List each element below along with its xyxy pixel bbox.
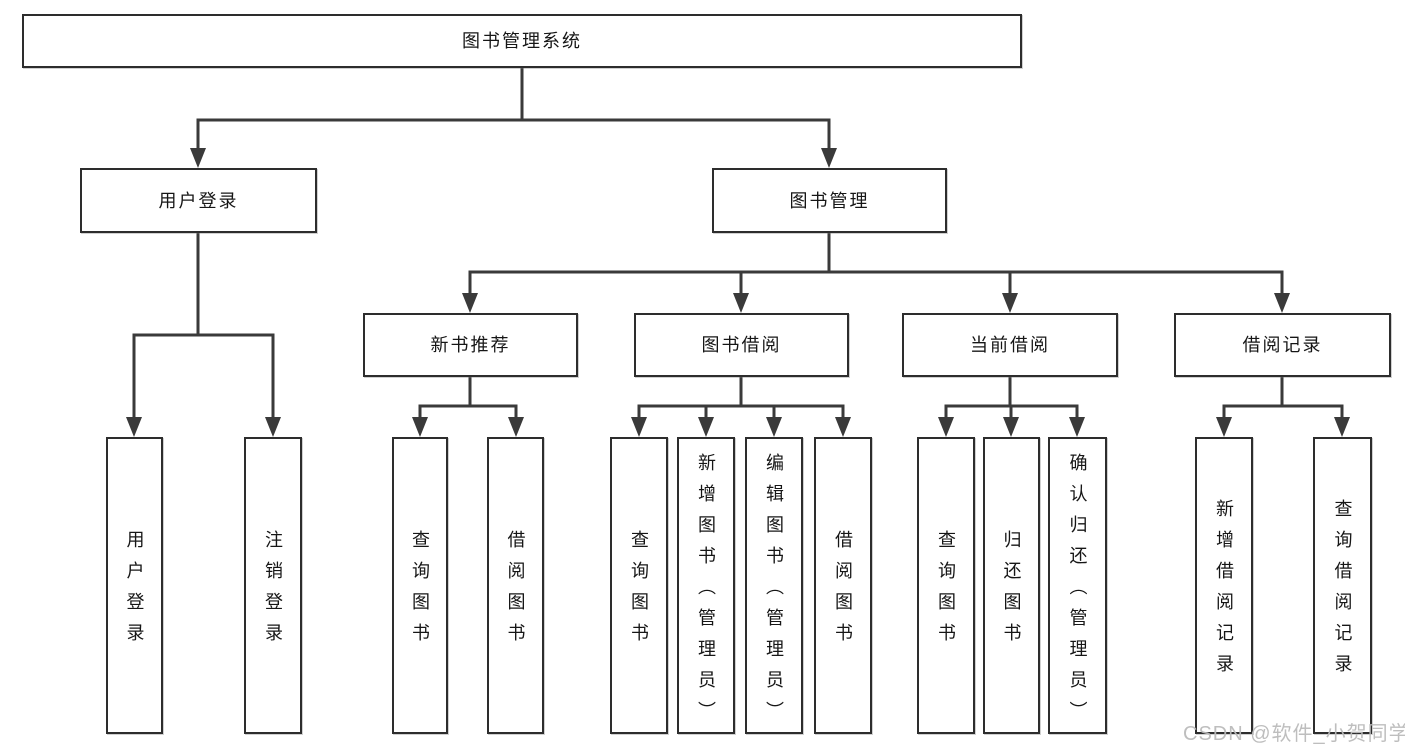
node-current-borrowing: 当前借阅 bbox=[902, 313, 1118, 377]
leaf-borrow-book: 借阅图书 bbox=[814, 437, 872, 734]
node-label: 查询图书 bbox=[410, 530, 430, 654]
node-label: 图书管理 bbox=[789, 190, 870, 211]
node-label: 图书借阅 bbox=[701, 335, 782, 355]
node-label: 新增图书（管理员） bbox=[696, 452, 716, 732]
node-label: 确认归还（管理员） bbox=[1067, 452, 1088, 732]
connector-user-login-children bbox=[126, 233, 281, 437]
connector-new-book-recommend-children bbox=[412, 377, 524, 437]
node-new-book-recommend: 新书推荐 bbox=[363, 313, 578, 377]
leaf-logout: 注销登录 bbox=[244, 437, 302, 734]
connector-book-borrowing-children bbox=[631, 377, 851, 437]
watermark: CSDN @软件_小贺同学 bbox=[1183, 723, 1405, 745]
connector-book-management-children bbox=[462, 233, 1290, 313]
leaf-add-borrow-record: 新增借阅记录 bbox=[1195, 437, 1253, 734]
node-label: 借阅图书 bbox=[505, 530, 526, 654]
node-label: 查询图书 bbox=[936, 530, 956, 654]
connector-root-to-level2 bbox=[190, 68, 837, 168]
node-label: 借阅记录 bbox=[1242, 335, 1323, 355]
node-user-login: 用户登录 bbox=[80, 168, 317, 233]
node-borrowing-records: 借阅记录 bbox=[1174, 313, 1391, 377]
leaf-recommend-query-book: 查询图书 bbox=[392, 437, 448, 734]
node-book-management: 图书管理 bbox=[712, 168, 947, 233]
leaf-current-query-book: 查询图书 bbox=[917, 437, 975, 734]
node-book-borrowing: 图书借阅 bbox=[634, 313, 849, 377]
node-label: 归还图书 bbox=[1001, 530, 1022, 654]
node-label: 图书管理系统 bbox=[462, 31, 582, 51]
leaf-add-book-admin: 新增图书（管理员） bbox=[677, 437, 735, 734]
leaf-confirm-return-admin: 确认归还（管理员） bbox=[1048, 437, 1107, 734]
leaf-recommend-borrow-book: 借阅图书 bbox=[487, 437, 544, 734]
node-label: 编辑图书（管理员） bbox=[764, 452, 784, 732]
node-label: 查询图书 bbox=[629, 530, 649, 654]
connector-current-borrowing-children bbox=[938, 377, 1085, 437]
node-label: 借阅图书 bbox=[833, 530, 853, 654]
leaf-user-login: 用户登录 bbox=[106, 437, 163, 734]
leaf-query-borrow-record: 查询借阅记录 bbox=[1313, 437, 1372, 734]
node-label: 注销登录 bbox=[263, 530, 283, 654]
node-label: 用户登录 bbox=[158, 190, 239, 211]
connector-borrowing-records-children bbox=[1216, 377, 1350, 437]
leaf-borrow-query-book: 查询图书 bbox=[610, 437, 668, 734]
node-label: 新书推荐 bbox=[430, 335, 511, 355]
leaf-return-book: 归还图书 bbox=[983, 437, 1040, 734]
node-label: 查询借阅记录 bbox=[1332, 499, 1353, 685]
node-label: 用户登录 bbox=[124, 530, 145, 654]
node-label: 新增借阅记录 bbox=[1214, 499, 1234, 685]
node-label: 当前借阅 bbox=[970, 335, 1050, 355]
node-library-management-system: 图书管理系统 bbox=[22, 14, 1022, 68]
leaf-edit-book-admin: 编辑图书（管理员） bbox=[745, 437, 803, 734]
